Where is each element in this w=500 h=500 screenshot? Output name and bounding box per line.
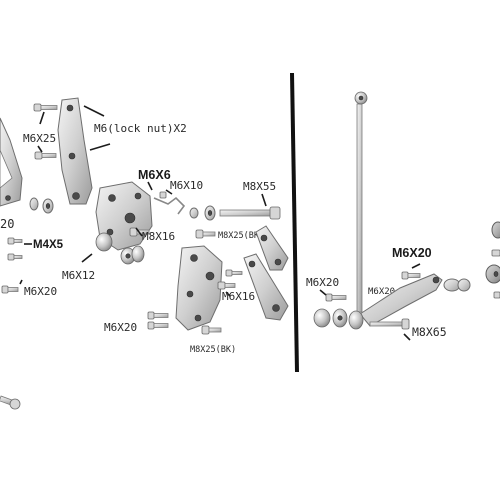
label-m8x16: M8X16 (142, 230, 175, 243)
loose-bolt-bottom-left (0, 395, 21, 410)
section-divider (290, 72, 299, 373)
label-m6x20-right-b: M6X20 (368, 287, 395, 297)
label-m6x20-lower: M6X20 (104, 321, 137, 334)
leader-m8x65 (403, 333, 411, 341)
bolt-m8x16-upper (129, 227, 150, 237)
bolt-m8x55 (219, 206, 281, 220)
leader-m8x55 (261, 193, 267, 207)
label-m6x20-right-c: M6X20 (392, 246, 432, 260)
leader-m6x20-right-c (411, 263, 421, 269)
label-m6x12: M6X12 (62, 269, 95, 282)
leader-m6x25-a (39, 111, 45, 125)
bolt-m6x16 (217, 281, 236, 290)
leader-m8x16 (135, 227, 143, 237)
label-m8x25bk-lower: M8X25(BK) (190, 345, 236, 355)
screw-m4x5-b (7, 253, 23, 261)
leader-lock-nut-a (83, 105, 105, 117)
leader-m6x20-right-a (319, 289, 327, 296)
bolt-m6x20-right-c (401, 271, 421, 280)
leader-m6x25-b (37, 145, 43, 153)
label-m6-lock-nut: M6(lock nut)X2 (94, 122, 187, 135)
bolt-m6x20-right-a (325, 293, 347, 302)
leader-m6x10 (165, 189, 173, 195)
label-m6x20-right-a: M6X20 (306, 276, 339, 289)
label-m8x55: M8X55 (243, 180, 276, 193)
bolt-m6x20-lower (147, 311, 169, 330)
label-m4x5: M4X5 (33, 239, 64, 251)
label-m8x65: M8X65 (412, 325, 447, 339)
shift-rod (354, 91, 368, 313)
leader-m6x16 (225, 291, 231, 297)
shift-lever (359, 273, 443, 327)
left-edge-plate (0, 117, 23, 207)
leader-m6x12 (81, 253, 93, 263)
link-bar (255, 225, 289, 271)
rod-end-balls (313, 308, 364, 330)
bolt-m6x20-left (1, 285, 19, 294)
washers-m8x55 (189, 205, 216, 221)
bolt-small-right (225, 269, 243, 277)
label-m6x6: M6X6 (138, 168, 171, 182)
bolt-m6x25-a (33, 103, 58, 112)
bolt-m8x25bk-upper (195, 229, 216, 239)
spring-clip (153, 191, 186, 215)
spacer-row (29, 197, 54, 214)
bolt-m8x25bk-lower (201, 325, 222, 335)
leader-m6x6 (147, 181, 153, 191)
bolt-m6x25-b (34, 151, 57, 160)
leader-m6x20-left (19, 279, 23, 285)
label-m6x10: M6X10 (170, 179, 203, 192)
bolt-m8x65 (369, 318, 410, 330)
lower-center-bracket (175, 245, 223, 331)
label-cut-20: 20 (0, 217, 14, 231)
link-plate-lower (243, 253, 289, 321)
label-m6x25: M6X25 (23, 132, 56, 145)
label-m8x25bk-upper: M8X25(BK) (218, 231, 264, 241)
spacer-right (443, 278, 471, 292)
label-m6x16: M6X16 (222, 290, 255, 303)
leader-lock-nut-b (89, 143, 111, 151)
label-m6x20-left: M6X20 (24, 285, 57, 298)
right-edge-parts (485, 221, 500, 299)
pivot-ball-cluster (95, 232, 145, 265)
screw-m4x5-a (7, 237, 23, 245)
upper-bracket-plate (57, 97, 93, 205)
